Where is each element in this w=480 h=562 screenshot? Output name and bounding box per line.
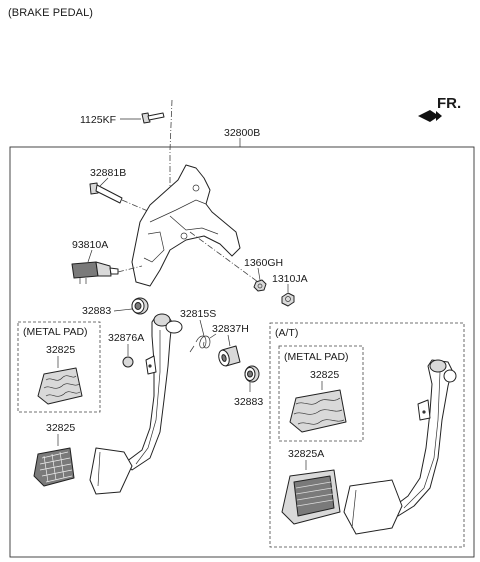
label-pad-metal-at: 32825 — [310, 369, 339, 381]
rubber-pedal-pad-at-icon — [281, 469, 341, 525]
bushing-32883-right-icon — [244, 365, 260, 383]
at-brake-pedal-plate — [343, 479, 403, 535]
label-switch: 93810A — [72, 239, 108, 251]
label-pad-left: 32825 — [46, 422, 75, 434]
stopper-32876a-icon — [122, 356, 134, 368]
front-label: FR. — [437, 95, 461, 112]
return-spring-icon — [189, 333, 217, 353]
front-direction-indicator: FR. — [418, 95, 461, 122]
label-nut-1: 1360GH — [244, 257, 283, 269]
metal-pedal-pad-at-icon — [289, 389, 347, 433]
diagram-title: (BRAKE PEDAL) — [8, 7, 94, 19]
label-sleeve: 32837H — [212, 323, 249, 335]
front-arrow-icon — [418, 110, 442, 122]
brake-pedal-plate — [89, 447, 133, 495]
label-nut-2: 1310JA — [272, 273, 308, 285]
label-bushing-right: 32883 — [234, 396, 263, 408]
bolt-32881b-icon — [89, 182, 123, 204]
box-label-metal-pad-left: (METAL PAD) — [23, 326, 88, 338]
at-brake-pedal-arm — [391, 359, 457, 517]
label-bolt-top: 1125KF — [80, 114, 116, 126]
metal-pad-box-at — [278, 345, 364, 442]
metal-pad-box-left — [17, 321, 101, 413]
label-bolt: 32881B — [90, 167, 126, 179]
box-label-metal-pad-at: (METAL PAD) — [284, 351, 349, 363]
pedal-bracket — [131, 164, 241, 287]
nut-1360gh-icon — [253, 279, 267, 292]
nut-1310ja-icon — [281, 292, 295, 307]
brake-pedal-arm — [125, 313, 183, 471]
stop-lamp-switch-icon — [71, 261, 119, 284]
label-pad-at: 32825A — [288, 448, 324, 460]
rubber-pedal-pad-left-icon — [33, 447, 75, 487]
bolt-1125kf-icon — [141, 112, 165, 124]
bushing-32883-left-icon — [131, 297, 149, 315]
label-stopper: 32876A — [108, 332, 144, 344]
box-label-at: (A/T) — [275, 327, 298, 339]
metal-pedal-pad-left-icon — [37, 367, 83, 405]
sleeve-32837h-icon — [218, 345, 241, 367]
label-spring: 32815S — [180, 308, 216, 320]
assembly-frame — [9, 146, 475, 558]
at-box — [269, 322, 465, 548]
label-bushing-left: 32883 — [82, 305, 111, 317]
label-assembly: 32800B — [224, 127, 260, 139]
label-pad-metal-left: 32825 — [46, 344, 75, 356]
